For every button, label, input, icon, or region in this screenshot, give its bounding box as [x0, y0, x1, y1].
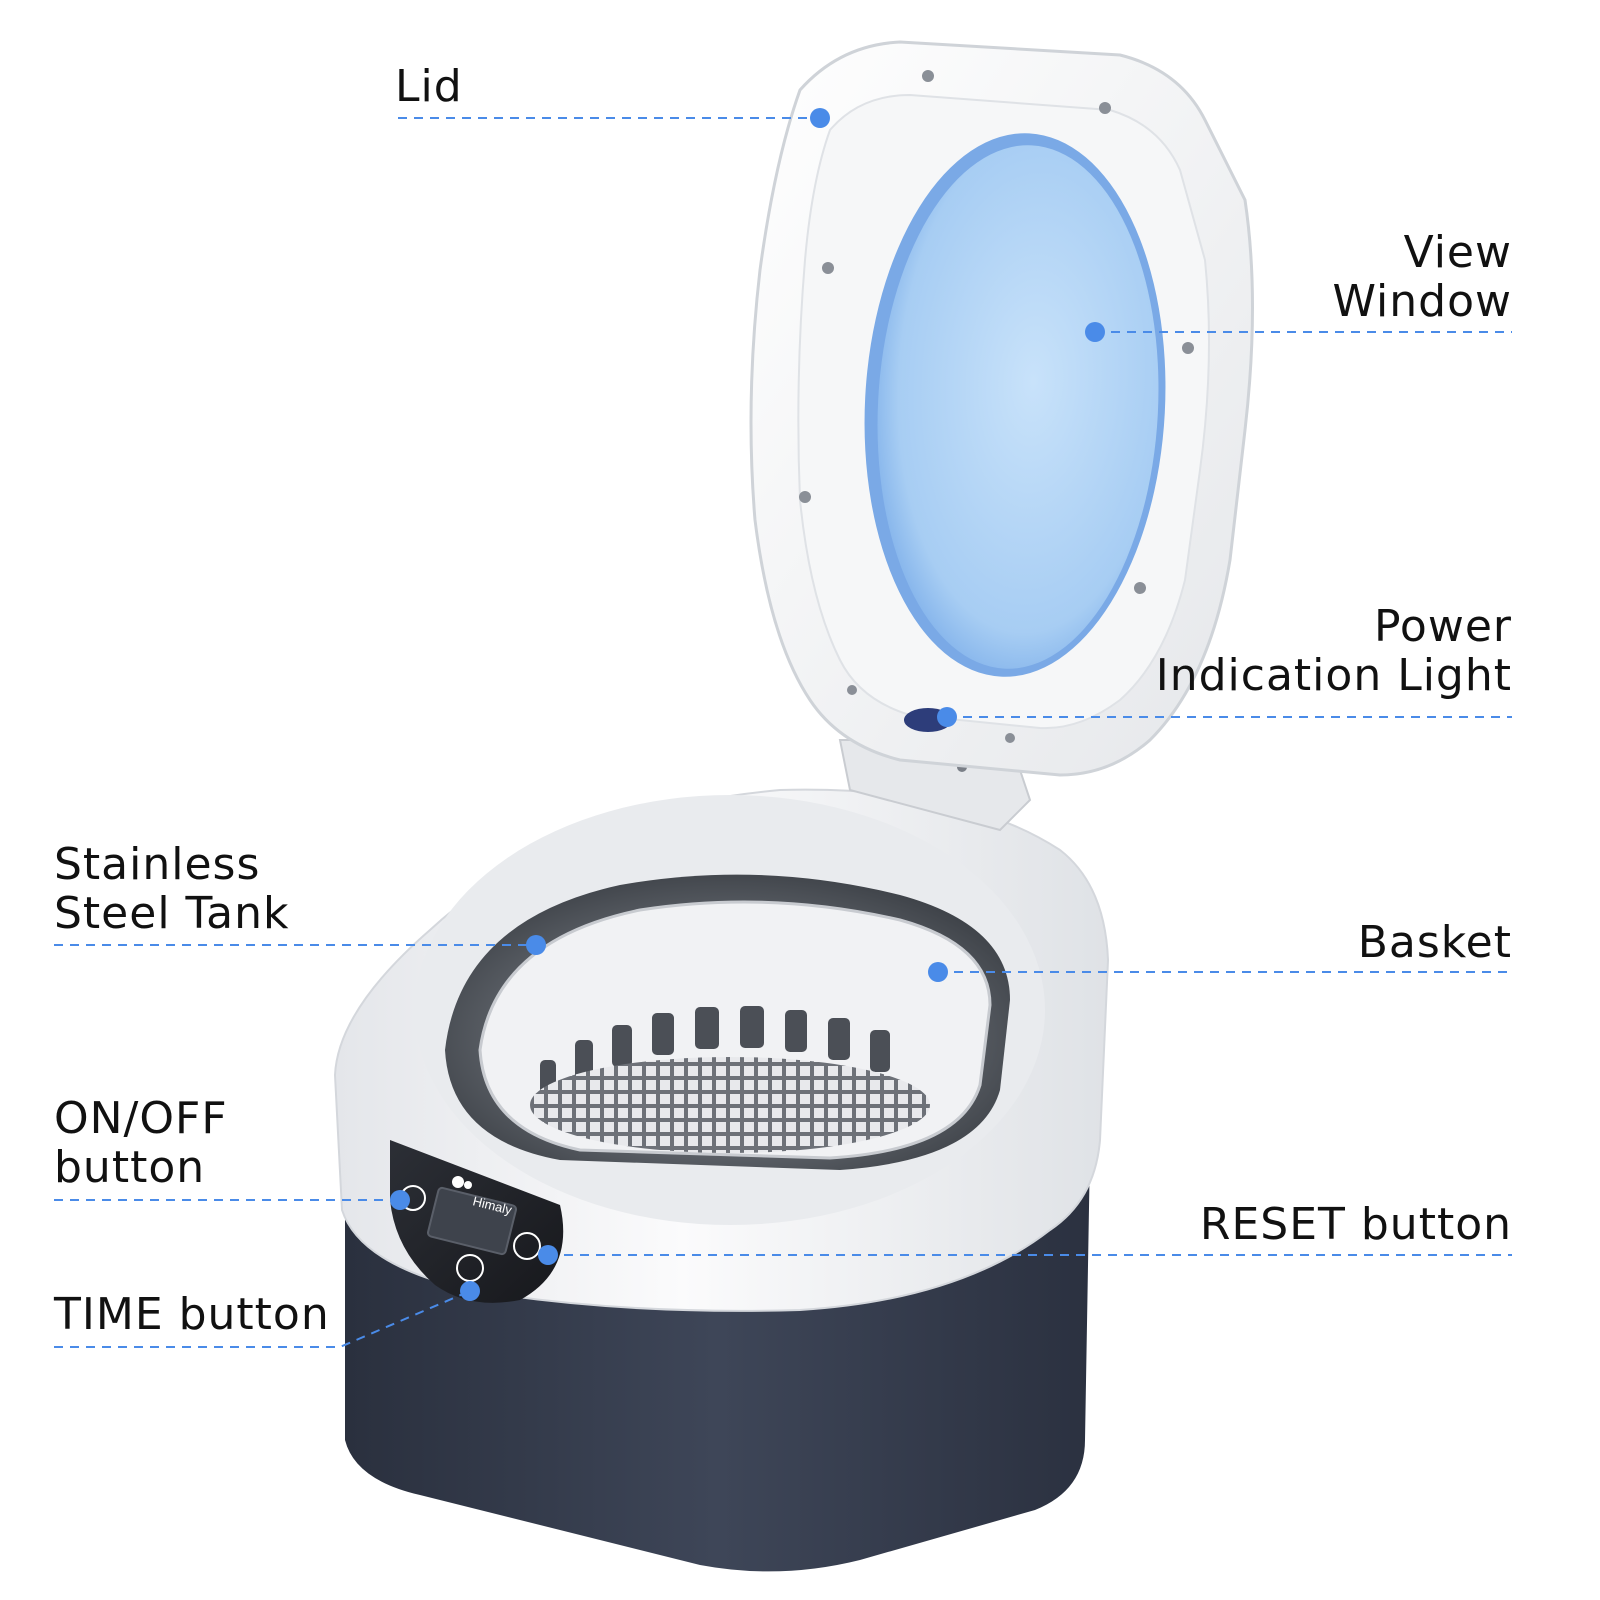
label-basket: Basket	[1357, 917, 1512, 968]
label-reset-button: RESET button	[1199, 1199, 1512, 1250]
label-onoff-button: ON/OFF button	[54, 1093, 228, 1193]
label-stainless-tank: Stainless Steel Tank	[54, 839, 290, 939]
dot-view-window	[1085, 322, 1105, 342]
label-time-button: TIME button	[54, 1289, 330, 1340]
dot-power-light	[937, 707, 957, 727]
basket-mesh	[530, 1057, 930, 1153]
dot-basket	[928, 962, 948, 982]
brand-logo-icon	[452, 1176, 472, 1189]
label-power-light: Power Indication Light	[1155, 601, 1512, 701]
dot-onoff	[390, 1190, 410, 1210]
reset-key	[513, 1232, 541, 1260]
screw-icon	[799, 70, 1194, 743]
label-view-window: View Window	[1332, 227, 1512, 327]
dot-stainless-tank	[526, 935, 546, 955]
dot-reset	[538, 1245, 558, 1265]
lcd-display	[426, 1186, 518, 1256]
dot-time	[460, 1281, 480, 1301]
view-window	[877, 145, 1159, 669]
dot-lid	[810, 108, 830, 128]
label-lid: Lid	[395, 61, 463, 112]
